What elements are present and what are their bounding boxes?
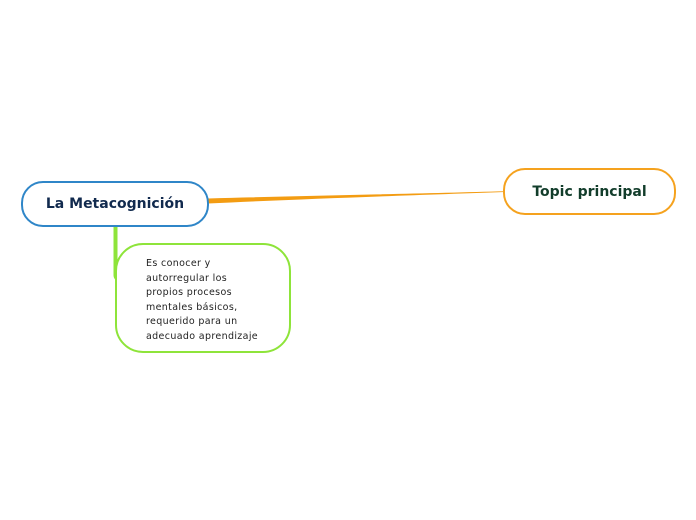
central-topic-label: La Metacognición: [45, 196, 185, 212]
connector-main-to-topic: [208, 191, 505, 204]
subtopic-node[interactable]: Es conocer y autorregular los propios pr…: [115, 243, 291, 353]
main-topic-label: Topic principal: [532, 183, 647, 200]
central-topic-node[interactable]: La Metacognición: [21, 181, 209, 227]
subtopic-label: Es conocer y autorregular los propios pr…: [146, 258, 259, 342]
main-topic-node[interactable]: Topic principal: [503, 168, 676, 215]
